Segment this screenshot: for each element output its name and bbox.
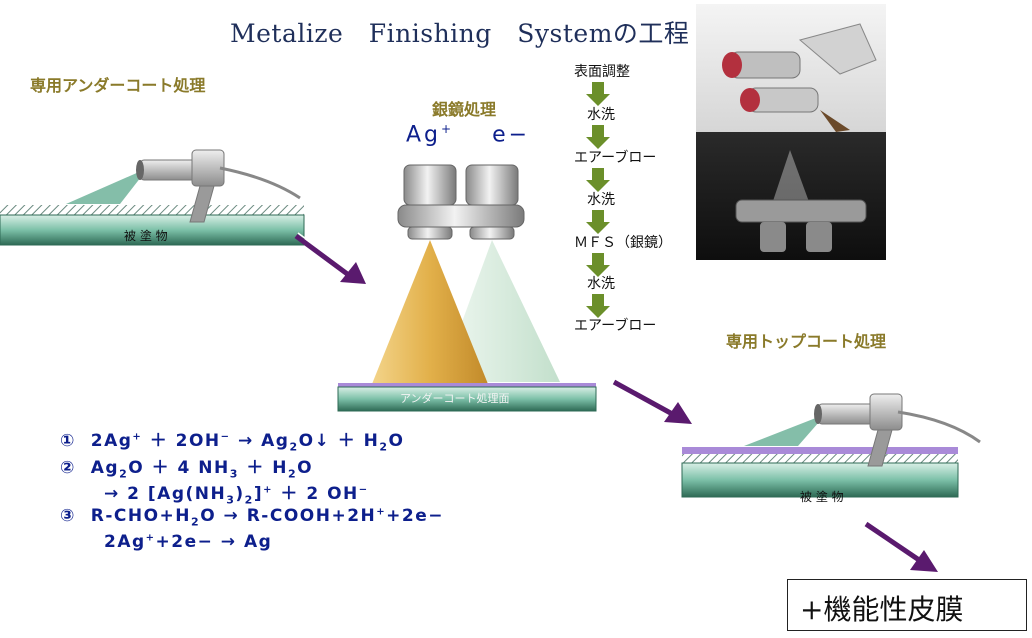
process-arrow-1 [294, 232, 366, 284]
undercoat-label: 専用アンダーコート処理 [30, 76, 206, 95]
eq2-term-b-sub: 3 [229, 467, 239, 481]
electron-charge: − [508, 122, 531, 148]
eq2-term-a: Ag [90, 458, 120, 478]
ion-labels: Ag+ e− [406, 122, 530, 147]
eq2c-term-d-sup: − [358, 484, 369, 496]
equation-2: ② Ag2O ＋ 4 NH3 ＋ H2O [60, 453, 313, 480]
eq1-term-a: 2Ag [90, 431, 133, 451]
equation-marker-3: ③ [60, 506, 76, 526]
eq2-term-c-sub: 2 [287, 467, 298, 481]
eq1-term-d: O↓ ＋ H [298, 431, 380, 451]
eq2c-term-c: ] [253, 484, 264, 504]
spray-gun-photo [696, 4, 886, 260]
eq2-term-c: ＋ H [246, 458, 288, 478]
step-rinse-3: 水洗 [587, 276, 615, 292]
silver-mirror-label: 銀鏡処理 [432, 100, 497, 119]
eq1-term-b: ＋ 2OH [149, 431, 221, 451]
eq1-term-b-sup: − [220, 431, 231, 443]
step-air-blow-2: エアーブロー [574, 318, 657, 334]
gold-spray-cone [372, 240, 488, 384]
eq3-term-a-sub: 2 [191, 515, 201, 529]
step-mfs-silver-mirror: ＭＦＳ（銀鏡） [574, 235, 672, 251]
silver-ion-charge: + [441, 122, 455, 136]
eq1-term-c: → Ag [237, 431, 290, 451]
eq2c-term-c-sup: + [263, 484, 273, 496]
eq2c-term-a: → 2 [Ag(NH [104, 484, 227, 504]
equation-2-continued: → 2 [Ag(NH3)2]+ ＋ 2 OH− [104, 479, 369, 506]
topcoat-label: 専用トップコート処理 [726, 332, 887, 351]
eq3c-term-a-sup: + [145, 532, 156, 544]
electron-label: e [492, 122, 509, 148]
process-arrow-2 [612, 378, 692, 424]
eq2-term-a-sub: 2 [119, 467, 129, 481]
substrate-label-right: 被 塗 物 [800, 490, 844, 504]
eq3-term-b: O → R-COOH+2H [200, 506, 377, 526]
eq1-term-a-sup: + [132, 431, 143, 443]
eq2c-term-b-sub: 2 [244, 493, 254, 507]
step-rinse-1: 水洗 [587, 107, 615, 123]
dual-nozzle-icon [397, 164, 525, 240]
step-air-blow-1: エアーブロー [574, 150, 657, 166]
equation-3-continued: 2Ag++2e− → Ag [104, 532, 272, 552]
equation-3: ③ R-CHO+H2O → R-COOH+2H++2e− [60, 506, 444, 528]
step-arrows [586, 82, 610, 318]
right-spray-gun-icon [744, 393, 981, 467]
functional-coating-box [787, 579, 1027, 631]
functional-coating-label: +機能性皮膜 [800, 593, 964, 626]
eq3c-term-b: +2e− → Ag [155, 532, 273, 552]
page-title: Metalize Finishing Systemの工程 [230, 19, 690, 48]
eq1-term-c-sub: 2 [289, 440, 299, 454]
eq1-term-d-sub: 2 [379, 440, 389, 454]
eq3-term-b-sup: + [376, 506, 387, 518]
step-rinse-2: 水洗 [587, 192, 615, 208]
equation-1: ① 2Ag+ ＋ 2OH− → Ag2O↓ ＋ H2O [60, 426, 405, 453]
eq2-term-b: O ＋ 4 NH [128, 458, 230, 478]
process-arrow-3 [864, 520, 938, 572]
substrate-label-left: 被 塗 物 [124, 229, 168, 243]
eq2c-term-b: ) [235, 484, 245, 504]
eq3c-term-a: 2Ag [104, 532, 146, 552]
eq1-term-e: O [388, 431, 405, 451]
eq2-term-d: O [297, 458, 314, 478]
right-substrate [681, 447, 959, 498]
step-surface-conditioning: 表面調整 [574, 64, 630, 80]
eq2c-term-a-sub: 3 [226, 493, 236, 507]
equation-marker-1: ① [60, 431, 76, 451]
equation-marker-2: ② [60, 458, 76, 478]
left-spray-gun-icon [66, 149, 301, 223]
undercoat-surface-label: アンダーコート処理面 [400, 392, 510, 405]
undercoat-surface [337, 383, 597, 412]
eq3-term-a: R-CHO+H [90, 506, 192, 526]
eq2c-term-d: ＋ 2 OH [280, 484, 359, 504]
left-substrate [0, 205, 305, 246]
silver-ion-label: Ag [406, 122, 442, 148]
eq3-term-c: +2e− [386, 506, 445, 526]
